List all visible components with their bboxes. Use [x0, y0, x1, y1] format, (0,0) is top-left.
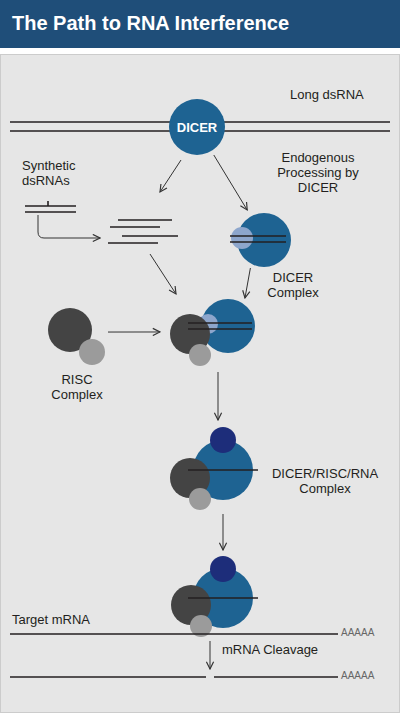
arrow — [108, 331, 160, 332]
sirna-fragments — [108, 220, 178, 243]
arrow — [150, 254, 176, 294]
molecule-label: Synthetic dsRNAs — [22, 158, 102, 188]
arrow — [223, 514, 224, 550]
enzyme-circle: DICER — [169, 99, 225, 155]
title-bar: The Path to RNA Interference — [0, 0, 400, 48]
molecule-label: Long dsRNA — [290, 87, 390, 102]
synthetic-dsrna — [25, 201, 76, 212]
process-label: Endogenous Processing by DICER — [258, 150, 378, 195]
arrow — [160, 160, 181, 192]
node-label: DICER Complex — [258, 270, 328, 300]
complex-shape — [46, 306, 108, 368]
dicer-complex: DICER Complex — [228, 210, 292, 268]
arrow — [214, 155, 247, 210]
node-label: DICER/RISC/RNA Complex — [258, 466, 392, 496]
title: The Path to RNA Interference — [12, 12, 289, 35]
arrow — [38, 215, 100, 238]
arrow — [245, 268, 250, 298]
target-mrna — [10, 633, 338, 635]
polya-tail: AAAAA — [341, 670, 391, 682]
process-label: mRNA Cleavage — [222, 642, 342, 657]
complex-shape — [228, 210, 292, 268]
risc-complex: RISC Complex — [46, 306, 108, 368]
node-label: RISC Complex — [46, 372, 108, 402]
arrow — [210, 641, 211, 669]
cleaved-mrna — [10, 676, 206, 678]
bound-complex — [171, 556, 258, 637]
node-label: DICER — [169, 99, 225, 155]
cleaved-mrna — [214, 676, 338, 678]
polya-tail: AAAAA — [341, 627, 391, 639]
molecule-label: Target mRNA — [12, 612, 122, 627]
dicer-risc-rna-complex: DICER/RISC/RNA Complex — [160, 298, 396, 513]
